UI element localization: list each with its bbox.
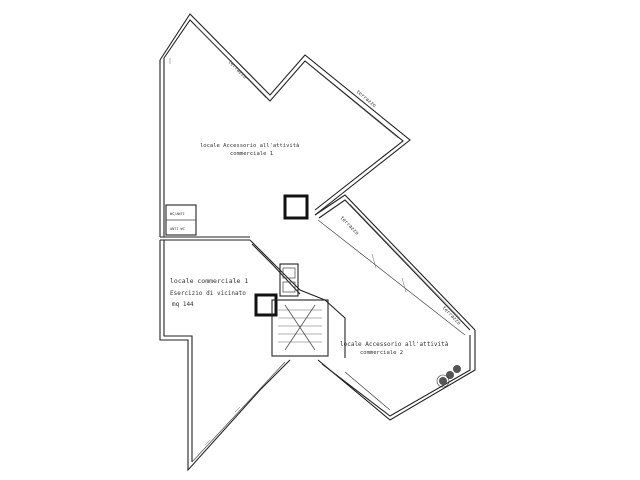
wc-blocks [279, 263, 299, 297]
left-box-label-top: WC/ANTI [170, 212, 185, 216]
stair-core [271, 299, 329, 357]
commercial-label-line2: Esercizio di vicinato [170, 290, 246, 297]
left-service-box [165, 204, 197, 236]
commercial-area-label: mq 144 [172, 301, 194, 308]
pillar-lower [254, 293, 278, 317]
left-box-label-bottom: ANTI WC [170, 227, 185, 231]
terrace-label-middle: terrazzo [339, 215, 360, 236]
accessory-2-label-line1: locale Accessorio all'attività [340, 341, 449, 348]
accessory-1-label-line1: locale Accessorio all'attività [200, 142, 299, 149]
commercial-label-line1: locale commerciale 1 [170, 277, 248, 285]
terrace-label-right: terrazzo [441, 305, 462, 326]
accessory-1-label-line2: commerciale 1 [230, 151, 273, 157]
terrace-label-upper-2: terrazzo [355, 89, 377, 109]
accessory-room-1-walls [159, 13, 411, 241]
commercial-room-walls [159, 239, 326, 472]
planters [436, 365, 461, 388]
accessory-room-2-walls [317, 299, 476, 421]
accessory-2-label-line2: commerciale 2 [360, 350, 403, 356]
upper-terrace-hatch [169, 25, 399, 139]
pillar-upper [283, 194, 309, 220]
right-terrace-walls [314, 194, 476, 336]
